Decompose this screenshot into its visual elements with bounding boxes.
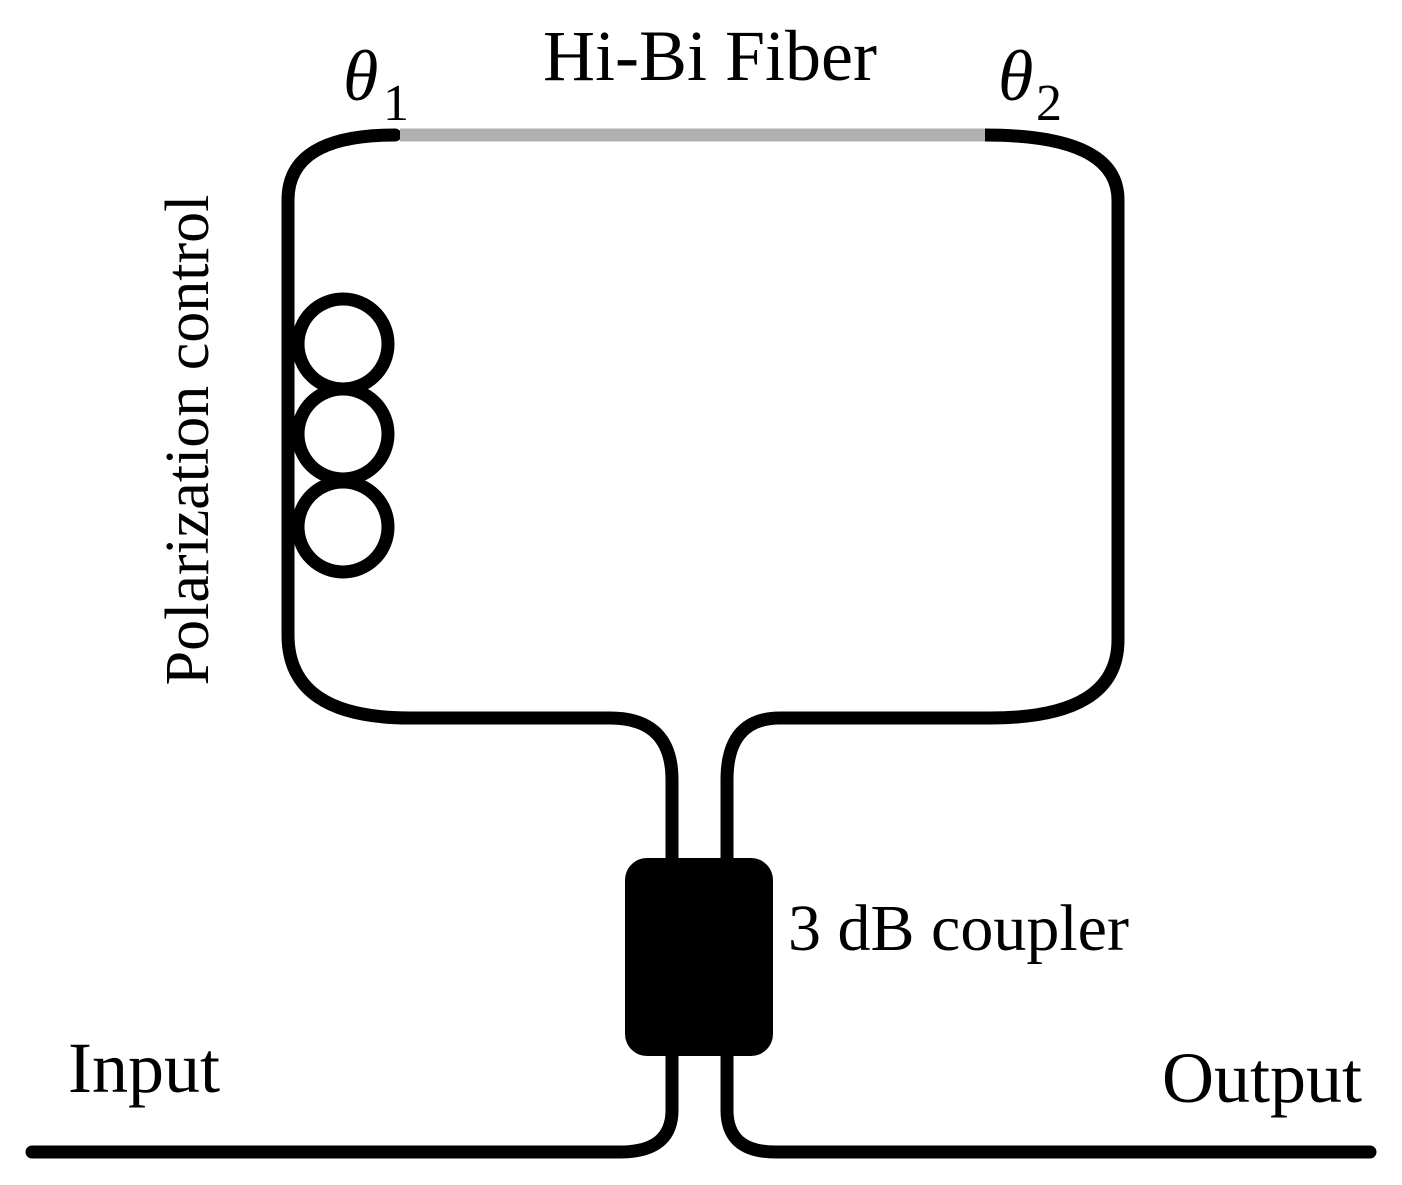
theta1-label: θ 1	[343, 36, 409, 132]
input-fiber	[25, 1043, 679, 1159]
theta2-symbol: θ	[998, 36, 1033, 116]
polarization-loop-2	[291, 382, 395, 486]
polarization-control-label: Polarization control	[154, 195, 222, 686]
polarization-controller	[291, 292, 395, 579]
polarization-loop-1	[291, 292, 395, 396]
output-label: Output	[1162, 1038, 1362, 1118]
input-label: Input	[68, 1028, 220, 1108]
coupler-body	[625, 858, 773, 1056]
theta2-label: θ 2	[998, 36, 1062, 132]
theta1-symbol: θ	[343, 36, 378, 116]
coupler-label: 3 dB coupler	[788, 892, 1129, 965]
theta1-subscript: 1	[383, 75, 409, 132]
output-fiber	[720, 1043, 1377, 1159]
loop-left-fiber	[281, 128, 679, 875]
theta2-subscript: 2	[1036, 75, 1062, 132]
loop-right-fiber	[720, 128, 1125, 875]
hibi-fiber-label: Hi-Bi Fiber	[543, 16, 877, 96]
polarization-loop-3	[291, 475, 395, 579]
